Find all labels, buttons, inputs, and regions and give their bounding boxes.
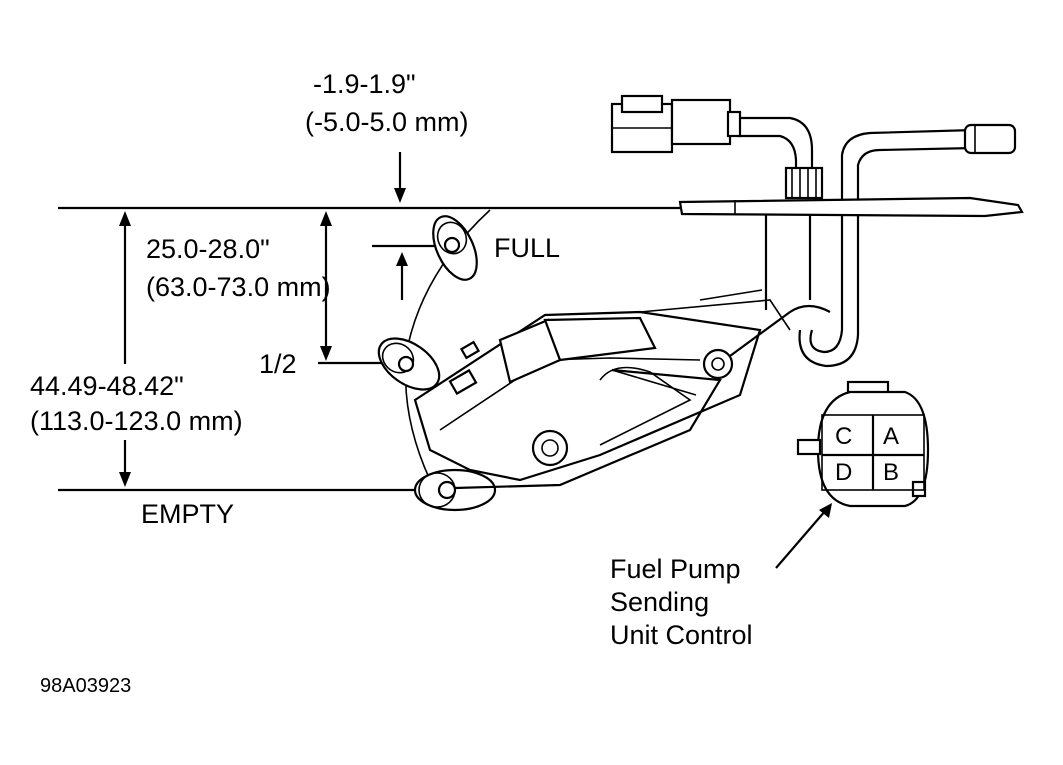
empty-level-label: EMPTY bbox=[141, 499, 234, 529]
harness-plug bbox=[610, 94, 742, 154]
figure-id: 98A03923 bbox=[40, 675, 131, 697]
connector-pin-a: A bbox=[883, 423, 899, 450]
connector-caption-line1: Fuel Pump bbox=[610, 554, 741, 584]
mounting-flange bbox=[678, 196, 1024, 218]
connector-callout-arrow bbox=[775, 503, 832, 569]
tolerance-arrow bbox=[394, 152, 406, 203]
connector-key-left bbox=[796, 438, 822, 456]
connector-caption-line3: Unit Control bbox=[610, 620, 753, 650]
connector-caption-line2: Sending bbox=[610, 587, 709, 617]
float-half-position bbox=[377, 337, 441, 391]
arm-pivot bbox=[531, 429, 569, 467]
connector-pin-b: B bbox=[883, 459, 899, 486]
connector-pin-c: C bbox=[835, 423, 852, 450]
total-dimension-label-inches: 44.49-48.42" bbox=[30, 371, 184, 401]
total-dimension-label-mm: (113.0-123.0 mm) bbox=[30, 406, 243, 436]
full-dimension-arrow bbox=[320, 211, 332, 361]
full-level-label: FULL bbox=[494, 233, 560, 263]
connector-pin-d: D bbox=[835, 459, 852, 486]
float-full-position bbox=[432, 215, 478, 281]
pump-body bbox=[413, 310, 762, 482]
total-dimension-arrow bbox=[119, 211, 131, 487]
connector-key-right bbox=[911, 480, 927, 498]
full-dimension-label-inches: 25.0-28.0" bbox=[146, 234, 270, 264]
sending-unit-assembly bbox=[413, 94, 1024, 490]
tolerance-label-inches: -1.9-1.9" bbox=[313, 69, 416, 99]
connector-face bbox=[796, 380, 930, 508]
pivot-bolt bbox=[702, 348, 734, 380]
half-level-label: 1/2 bbox=[259, 349, 297, 379]
full-offset-arrow bbox=[396, 252, 408, 300]
tolerance-label-mm: (-5.0-5.0 mm) bbox=[305, 107, 469, 137]
full-dimension-label-mm: (63.0-73.0 mm) bbox=[146, 272, 331, 302]
outlet-fitting bbox=[963, 123, 1017, 155]
float-empty-position bbox=[413, 468, 497, 512]
